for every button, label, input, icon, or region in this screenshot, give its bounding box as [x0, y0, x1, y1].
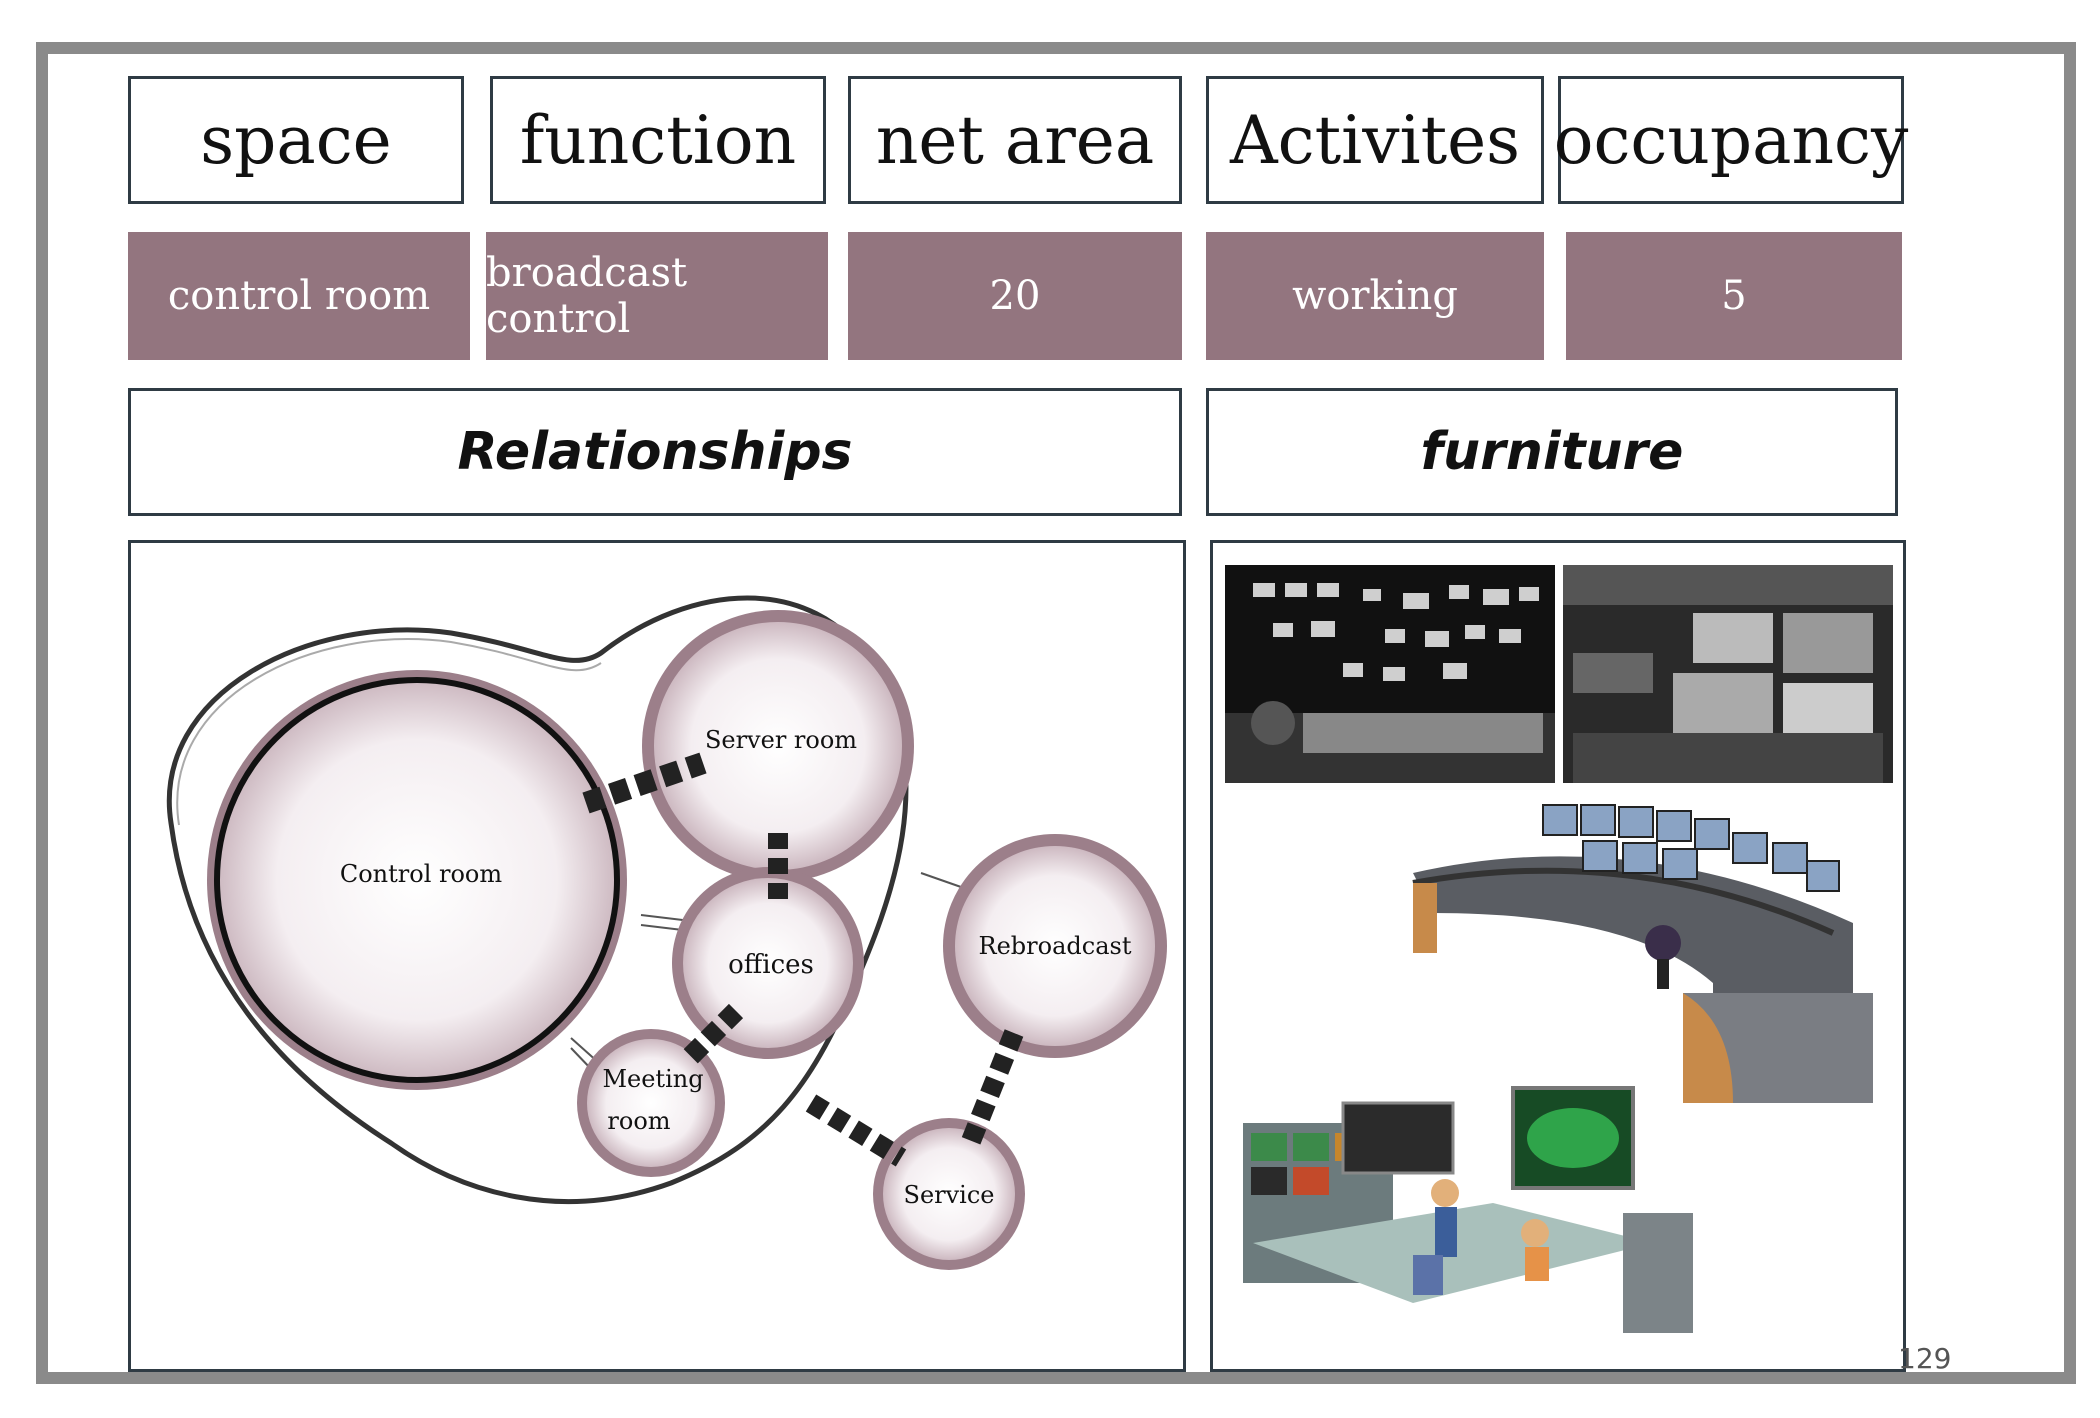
strong-link-offices-meeting — [678, 1003, 744, 1069]
value-occupancy-label: 5 — [1721, 273, 1747, 319]
value-net-area: 20 — [848, 232, 1182, 360]
value-occupancy: 5 — [1566, 232, 1902, 360]
offices-label: offices — [728, 950, 814, 980]
header-activities: Activites — [1206, 76, 1544, 204]
header-occupancy: occupancy — [1554, 76, 1908, 204]
control-room-label: Control room — [340, 860, 503, 888]
meeting-room-node — [577, 1029, 725, 1177]
value-net-area-label: 20 — [989, 273, 1041, 319]
service-label: Service — [904, 1181, 995, 1209]
control-room-photo-2 — [1563, 565, 1893, 783]
strong-link-control-server — [582, 752, 707, 814]
control-room-node — [207, 670, 627, 1090]
header-net-area: net area — [848, 76, 1182, 204]
rebroadcast-label: Rebroadcast — [979, 932, 1132, 960]
relationships-title: Relationships — [128, 388, 1182, 516]
offices-node — [672, 867, 864, 1059]
furniture-panel — [1210, 540, 1906, 1372]
server-room-node — [642, 610, 914, 882]
operators-illustration — [1243, 1086, 1693, 1333]
header-function: function — [490, 76, 826, 204]
header-net-area-label: net area — [875, 101, 1155, 179]
header-space-label: space — [200, 101, 392, 179]
meeting-room-label-line1: Meeting — [602, 1065, 703, 1093]
value-activities: working — [1206, 232, 1544, 360]
meeting-room-label-line2: room — [607, 1107, 670, 1135]
relationship-bubble-diagram: Control room Server room offices Rebroad… — [166, 595, 1167, 1270]
header-space: space — [128, 76, 464, 204]
header-occupancy-label: occupancy — [1553, 101, 1909, 179]
furniture-title: furniture — [1206, 388, 1898, 516]
value-activities-label: working — [1292, 273, 1458, 319]
relationships-panel: Control room Server room offices Rebroad… — [128, 540, 1186, 1372]
strong-link-rebroadcast-service — [961, 1029, 1024, 1145]
rebroadcast-node — [943, 834, 1167, 1058]
relationships-title-label: Relationships — [457, 422, 853, 482]
zone-boundary — [166, 595, 909, 1205]
curved-console-render — [1412, 804, 1873, 1103]
service-node — [873, 1118, 1025, 1270]
page-number: 129 — [1898, 1342, 1952, 1375]
furniture-images — [1225, 565, 1893, 1333]
control-room-photo-1 — [1225, 565, 1555, 783]
server-room-label: Server room — [705, 726, 857, 754]
value-function-label: broadcast control — [486, 250, 688, 342]
header-activities-label: Activites — [1229, 101, 1521, 179]
furniture-title-label: furniture — [1420, 422, 1684, 482]
value-function: broadcast control — [486, 232, 828, 360]
header-function-label: function — [519, 101, 797, 179]
value-space: control room — [128, 232, 470, 360]
value-space-label: control room — [167, 273, 431, 319]
strong-link-zone-service — [805, 1094, 907, 1167]
